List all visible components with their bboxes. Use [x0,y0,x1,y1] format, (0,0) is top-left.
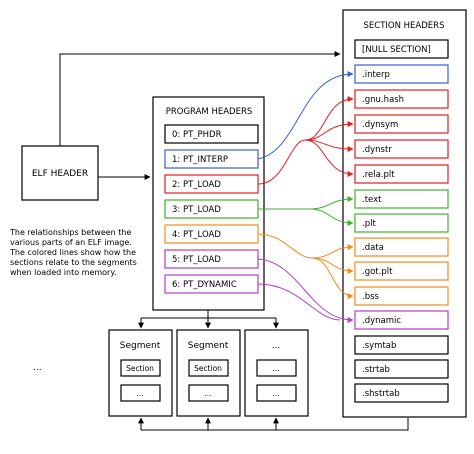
sh-entry-interp-label: .interp [362,70,390,80]
sh-entry-plt: .plt [354,213,449,233]
sh-entry-bss-label: .bss [362,292,380,302]
sh-entry-dynsym: .dynsym [354,114,449,134]
segment-1-section: Section [126,364,154,373]
ph-entry-1-label: 1: PT_INTERP [172,155,228,165]
ph-entry-1: 1: PT_INTERP [164,149,259,169]
map-data [311,244,354,259]
program-headers: PROGRAM HEADERS 0: PT_PHDR 1: PT_INTERP … [152,96,265,311]
sh-entry-rela-plt: .rela.plt [354,164,449,184]
sh-entry-text: .text [354,189,449,209]
segment-1-more: ... [136,389,143,398]
sh-entry-bss: .bss [354,286,449,306]
segment-2: Segment Section ... [176,329,241,417]
ph-entry-2: 2: PT_LOAD [164,174,259,194]
sh-entry-got-plt: .got.plt [354,261,449,281]
sh-entry-gnu-hash-label: .gnu.hash [362,95,404,105]
ph-entry-5: 5: PT_LOAD [164,249,259,269]
elf-header-label: ELF HEADER [32,169,88,179]
sh-entry-dynstr: .dynstr [354,139,449,159]
sh-entry-shstrtab: .shstrtab [354,383,449,403]
map-gnu-hash [304,96,354,141]
sh-entry-data-label: .data [362,243,384,253]
ph-entry-0-label: 0: PT_PHDR [172,130,222,140]
section-headers-to-segments-line [141,418,409,431]
sh-entry-dynstr-label: .dynstr [362,145,392,155]
sh-entry-dynsym-label: .dynsym [362,120,398,130]
black-connectors [59,51,409,431]
elf-to-section-headers-arrow [59,51,341,146]
sh-entry-data: .data [354,237,449,257]
sh-entry-dynamic-label: .dynamic [362,316,401,326]
sh-entry-rela-plt-label: .rela.plt [362,170,395,180]
sh-entry-plt-label: .plt [362,219,376,229]
map-rela-plt [304,139,354,177]
ph-entry-2-label: 2: PT_LOAD [172,180,221,190]
ph-entry-0: 0: PT_PHDR [164,124,259,144]
segment-1-title: Segment [120,341,161,351]
sh-entry-dynamic: .dynamic [354,310,449,330]
sh-entry-shstrtab-label: .shstrtab [362,389,400,399]
section-headers-title: SECTION HEADERS [364,21,445,31]
sh-entry-symtab-label: .symtab [362,341,396,351]
sh-entry-strtab: .strtab [354,359,449,379]
segment-1: Segment Section ... [108,329,173,417]
ph-entry-4: 4: PT_LOAD [164,224,259,244]
segment-3-title: ... [272,341,281,351]
ph-entry-4-label: 4: PT_LOAD [172,230,221,240]
ph-entry-3-label: 3: PT_LOAD [172,205,221,215]
segment-3-more: ... [272,389,279,398]
map-bss [311,257,354,299]
sh-entry-null-label: [NULL SECTION] [362,45,431,55]
sh-entry-got-plt-label: .got.plt [362,267,393,277]
diagram-caption: The relationships between the various pa… [10,228,137,277]
map-interp [257,71,354,160]
segment-3: ... ... ... [244,329,309,417]
section-headers: SECTION HEADERS [NULL SECTION] .interp .… [342,9,467,418]
ph-entry-6: 6: PT_DYNAMIC [164,274,259,294]
sh-entry-gnu-hash: .gnu.hash [354,89,449,109]
sh-entry-null: [NULL SECTION] [354,39,449,59]
ph-entry-5-label: 5: PT_LOAD [172,255,221,265]
more-ellipsis: ... [33,363,42,373]
ph-entry-6-label: 6: PT_DYNAMIC [172,280,237,290]
sh-entry-text-label: .text [362,195,382,205]
map-orange-trunk [257,233,313,259]
sh-entry-interp: .interp [354,64,449,84]
map-dynamic-from-dynamic [257,283,341,321]
segment-2-more: ... [204,389,211,398]
segment-2-title: Segment [188,341,229,351]
ph-entry-3: 3: PT_LOAD [164,199,259,219]
mapping-lines [257,71,354,323]
sh-entry-symtab: .symtab [354,335,449,355]
segment-2-section: Section [194,364,222,373]
segment-3-section: ... [272,364,279,373]
map-dynsym [304,121,354,141]
elf-header: ELF HEADER [21,145,99,201]
map-plt [309,208,354,226]
map-text [309,196,354,210]
sh-entry-strtab-label: .strtab [362,365,390,375]
program-headers-title: PROGRAM HEADERS [166,107,253,117]
map-red-trunk [257,139,306,185]
map-dynamic-from-load [257,258,354,323]
